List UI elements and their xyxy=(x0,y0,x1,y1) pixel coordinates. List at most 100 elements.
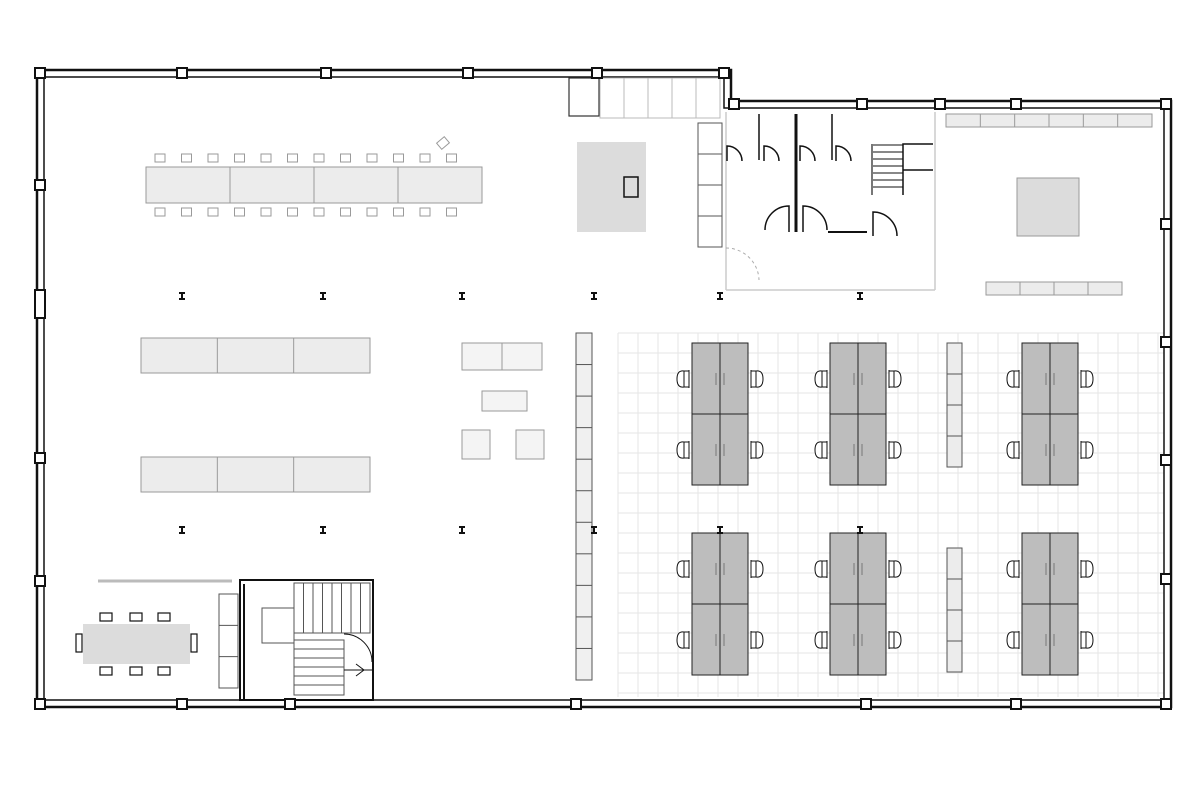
chair xyxy=(260,153,272,163)
post-marker xyxy=(591,526,597,534)
chair-outline xyxy=(888,370,902,388)
office-chair xyxy=(1006,441,1020,459)
chair xyxy=(435,136,451,150)
door xyxy=(872,211,898,237)
office-chair xyxy=(676,560,690,578)
chair xyxy=(340,153,351,163)
desk xyxy=(857,342,887,415)
office-chair xyxy=(814,441,828,459)
chair xyxy=(190,633,198,653)
chair-outline xyxy=(1006,441,1020,459)
chair-outline xyxy=(676,370,690,388)
column xyxy=(34,289,46,319)
office-chair xyxy=(1080,441,1094,459)
column xyxy=(176,698,188,710)
glass-entry xyxy=(599,77,721,119)
post-marker xyxy=(179,292,185,300)
reception-block xyxy=(577,142,646,232)
chair-outline xyxy=(1006,631,1020,649)
office-chair xyxy=(888,631,902,649)
column xyxy=(728,98,740,110)
chair xyxy=(99,612,113,622)
entry-door-swing xyxy=(725,247,760,281)
cabinet xyxy=(218,593,239,689)
column xyxy=(1160,454,1172,466)
coffee-table xyxy=(481,390,528,412)
office-chair xyxy=(888,441,902,459)
chair xyxy=(287,207,298,217)
chair-outline xyxy=(1080,441,1094,459)
column xyxy=(34,67,46,79)
stall-door xyxy=(763,145,780,162)
chair-outline xyxy=(888,441,902,459)
office-chair xyxy=(750,560,764,578)
chair xyxy=(157,666,171,676)
stairwell xyxy=(239,579,374,701)
chair xyxy=(366,153,378,163)
office-chair xyxy=(676,370,690,388)
post-marker xyxy=(320,526,326,534)
chair-outline xyxy=(750,631,764,649)
chair-outline xyxy=(676,560,690,578)
restroom-door xyxy=(764,205,790,232)
stair-wall xyxy=(902,143,933,195)
office-chair xyxy=(814,631,828,649)
desk xyxy=(719,413,749,486)
column xyxy=(320,67,332,79)
office-chair xyxy=(676,441,690,459)
post-marker xyxy=(459,526,465,534)
chair xyxy=(207,153,219,163)
chair-outline xyxy=(814,370,828,388)
column xyxy=(718,67,730,79)
column xyxy=(176,67,188,79)
chair xyxy=(129,612,143,622)
chair xyxy=(313,207,325,217)
column xyxy=(1160,98,1172,110)
desk xyxy=(1049,342,1079,415)
chair-outline xyxy=(814,631,828,649)
column xyxy=(591,67,603,79)
chair-outline xyxy=(888,631,902,649)
desk xyxy=(1021,603,1051,676)
office-chair xyxy=(750,631,764,649)
chair xyxy=(154,207,166,217)
chair xyxy=(154,153,166,163)
office-chair xyxy=(1080,560,1094,578)
post-marker xyxy=(857,292,863,300)
office-chair xyxy=(1080,370,1094,388)
chair xyxy=(287,153,298,163)
entry-vestibule xyxy=(568,77,600,117)
table xyxy=(140,337,371,374)
desk xyxy=(1021,532,1051,605)
column xyxy=(1010,98,1022,110)
column xyxy=(860,698,872,710)
chair xyxy=(181,207,192,217)
chair xyxy=(181,153,192,163)
desk xyxy=(1049,603,1079,676)
office-chair xyxy=(888,560,902,578)
column xyxy=(34,452,46,464)
column xyxy=(462,67,474,79)
restroom-door xyxy=(802,205,828,232)
stall-door xyxy=(799,145,816,162)
square-table xyxy=(1016,177,1080,237)
chair xyxy=(234,153,245,163)
post-marker xyxy=(591,292,597,300)
furniture xyxy=(75,77,1153,701)
column xyxy=(34,179,46,191)
column xyxy=(570,698,582,710)
chair xyxy=(313,153,325,163)
chair-outline xyxy=(1006,370,1020,388)
column xyxy=(34,575,46,587)
chair xyxy=(207,207,219,217)
conference-table xyxy=(83,624,190,664)
chair xyxy=(419,207,431,217)
post-marker xyxy=(857,526,863,534)
column xyxy=(934,98,946,110)
post-marker xyxy=(320,292,326,300)
chair xyxy=(366,207,378,217)
column xyxy=(284,698,296,710)
post-marker xyxy=(459,292,465,300)
column xyxy=(1010,698,1022,710)
post-marker xyxy=(717,292,723,300)
